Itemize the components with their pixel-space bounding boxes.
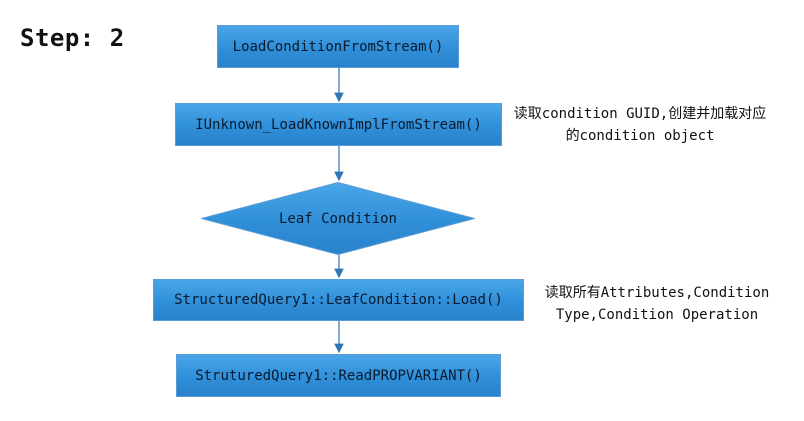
node-label: LoadConditionFromStream() bbox=[232, 38, 444, 55]
note-line: 读取所有Attributes,Condition bbox=[544, 285, 770, 301]
decision-leaf-condition: Leaf Condition bbox=[199, 181, 477, 256]
node-read-propvariant: StruturedQuery1::ReadPROPVARIANT() bbox=[176, 354, 501, 397]
note-line: 的condition object bbox=[565, 128, 715, 144]
node-label: IUnknown_LoadKnownImplFromStream() bbox=[195, 116, 482, 133]
note-load-guid: 读取condition GUID,创建并加载对应 的condition obje… bbox=[506, 103, 774, 147]
diamond-shape bbox=[199, 181, 477, 256]
node-label: StructuredQuery1::LeafCondition::Load() bbox=[174, 292, 503, 308]
node-load-condition-from-stream: LoadConditionFromStream() bbox=[217, 25, 459, 68]
note-line: Type,Condition Operation bbox=[555, 307, 759, 323]
node-iunknown-load-known-impl: IUnknown_LoadKnownImplFromStream() bbox=[175, 103, 502, 146]
step-title: Step: 2 bbox=[20, 24, 125, 52]
note-read-attributes: 读取所有Attributes,Condition Type,Condition … bbox=[532, 282, 782, 326]
node-label: StruturedQuery1::ReadPROPVARIANT() bbox=[195, 367, 482, 384]
decision-label: Leaf Condition bbox=[278, 210, 397, 227]
note-line: 读取condition GUID,创建并加载对应 bbox=[513, 106, 767, 122]
node-leaf-condition-load: StructuredQuery1::LeafCondition::Load() bbox=[153, 279, 524, 321]
